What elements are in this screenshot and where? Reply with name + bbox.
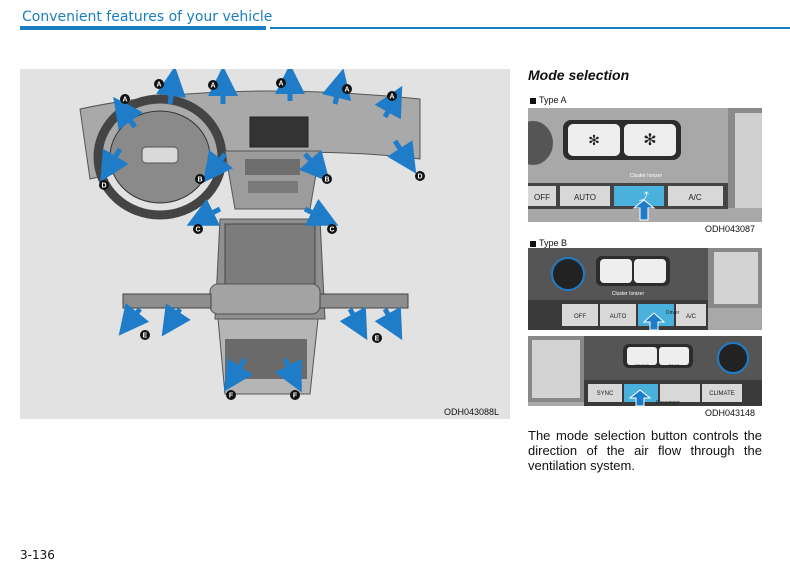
type-b-sync-button: SYNC [597,391,614,397]
vent-label-f2: F [293,393,298,400]
header-rule-thin [270,27,790,29]
type-a-drawing: ✻ ✻ OFF AUTO A/C Cluster Ionizer ⤴ [528,108,762,222]
type-b-text: Type B [539,238,568,248]
type-b-top-panel: OFF AUTO A/C Cluster Ionizer Driver [528,248,762,330]
bullet-square-icon [530,240,536,247]
vent-label-e1: E [143,333,148,340]
section-title: Mode selection [528,67,630,83]
figure-code-type-a: ODH043087 [705,224,756,234]
header-title: Convenient features of your vehicle [22,9,273,25]
type-a-text: Type A [539,95,567,105]
type-b-front-label: FRONT [635,363,649,368]
vent-label-a2: A [210,83,215,90]
vent-label-d2: D [417,174,422,181]
type-b-passenger-label: Passenger [656,400,680,406]
vent-label-c1: C [195,227,200,234]
vent-label-a5: A [122,97,127,104]
figure-code-type-b: ODH043148 [705,408,756,418]
vent-label-a1: A [156,82,161,89]
mode-selection-icon: ⤴ [639,190,649,203]
type-b-bottom-drawing: SYNC CLIMATE Passenger FRONT REAR [528,336,762,406]
type-a-ac-button: A/C [688,193,702,202]
type-a-strip-label: Cluster Ionizer [630,173,663,179]
vent-label-e2: E [375,336,380,343]
svg-text:✻: ✻ [588,132,600,148]
vent-label-a4: A [344,87,349,94]
header-rule-thick [20,26,266,30]
svg-text:✻: ✻ [643,132,656,149]
type-b-ac-button: A/C [686,314,697,320]
type-b-driver-label: Driver [666,310,680,316]
vent-label-a6: A [389,94,394,101]
type-b-bottom-panel: SYNC CLIMATE Passenger FRONT REAR [528,336,762,406]
type-a-auto-button: AUTO [574,193,596,202]
bullet-square-icon [530,97,536,104]
type-b-label: Type B [530,238,567,248]
type-a-label: Type A [530,95,567,105]
type-b-top-drawing: OFF AUTO A/C Cluster Ionizer Driver [528,248,762,330]
page-header: Convenient features of your vehicle [20,6,790,32]
vent-label-d1: D [101,183,106,190]
vent-label-a3: A [278,81,283,88]
vent-label-b2: B [324,177,329,184]
body-paragraph: The mode selection button controls the d… [528,428,762,473]
type-b-climate-button: CLIMATE [709,391,735,397]
vent-label-c2: C [329,227,334,234]
vent-label-b1: B [197,177,202,184]
interior-vent-illustration: A A A A A A B B C C D D E E F F ODH04308… [20,64,510,419]
type-b-auto-button: AUTO [610,314,627,320]
type-a-panel: ✻ ✻ OFF AUTO A/C Cluster Ionizer ⤴ [528,108,762,222]
vent-label-f1: F [229,393,234,400]
type-b-rear-label: REAR [668,363,679,368]
figure-code-left: ODH043088L [444,407,500,417]
type-a-off-button: OFF [534,193,550,202]
type-b-strip-label: Cluster Ionizer [612,291,645,297]
page-number: 3-136 [20,548,55,562]
interior-drawing: A A A A A A B B C C D D E E F F [79,64,425,400]
type-b-off-button: OFF [574,314,586,320]
